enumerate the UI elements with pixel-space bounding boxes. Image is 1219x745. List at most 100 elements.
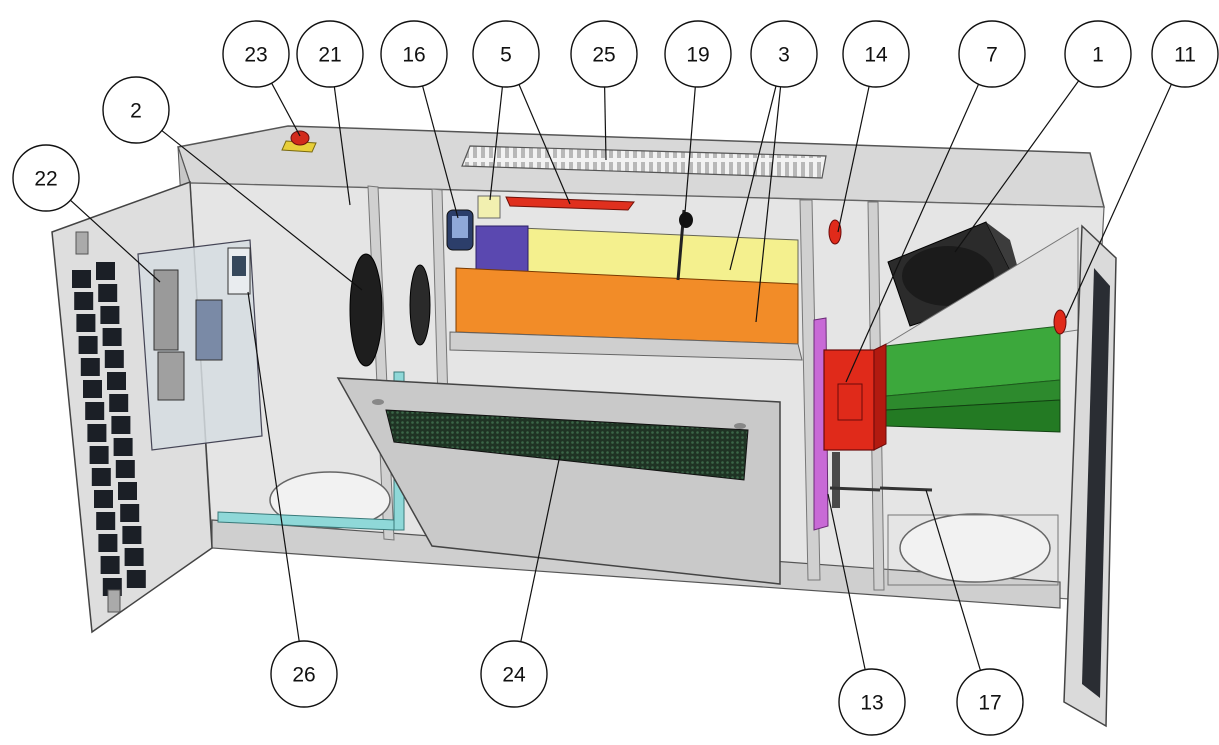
callout-circle-14 bbox=[842, 20, 910, 88]
callout-17: 17 bbox=[956, 668, 1024, 736]
door-grid-cell bbox=[118, 482, 137, 500]
callout-number-19: 19 bbox=[686, 44, 709, 67]
door-grid-cell bbox=[96, 512, 116, 530]
callout-circle-11 bbox=[1151, 20, 1219, 88]
leader-line-3-2 bbox=[755, 86, 782, 323]
isolator-switch bbox=[281, 130, 317, 153]
door-grid-cell bbox=[98, 284, 118, 302]
callout-circle-23 bbox=[222, 20, 290, 88]
door-grid-cell bbox=[104, 350, 124, 368]
callout-circle-26 bbox=[270, 640, 338, 708]
callout-circle-7 bbox=[958, 20, 1026, 88]
door-grid-cell bbox=[115, 460, 135, 478]
door-grid-cell bbox=[85, 402, 105, 420]
callout-circle-25 bbox=[570, 20, 638, 88]
left-door-grid bbox=[72, 262, 146, 596]
callout-number-16: 16 bbox=[402, 44, 425, 67]
callout-circle-17 bbox=[956, 668, 1024, 736]
callout-22: 22 bbox=[12, 144, 80, 212]
door-grid-cell bbox=[83, 380, 102, 398]
door-grid-cell bbox=[107, 372, 126, 390]
callout-13: 13 bbox=[838, 668, 906, 736]
callout-circle-21 bbox=[296, 20, 364, 88]
callout-circle-19 bbox=[664, 20, 732, 88]
door-grid-cell bbox=[120, 504, 140, 522]
callout-7: 7 bbox=[958, 20, 1026, 88]
leader-line-25 bbox=[604, 86, 607, 161]
door-grid-cell bbox=[94, 490, 113, 508]
door-grid-cell bbox=[78, 336, 98, 354]
callout-leaders bbox=[69, 80, 1172, 671]
callout-circle-3 bbox=[750, 20, 818, 88]
callout-2: 2 bbox=[102, 76, 170, 144]
callout-25: 25 bbox=[570, 20, 638, 88]
callout-number-23: 23 bbox=[244, 44, 267, 67]
door-grid-cell bbox=[76, 314, 96, 332]
callout-number-11: 11 bbox=[1174, 44, 1196, 67]
callout-number-7: 7 bbox=[986, 44, 998, 67]
callout-21: 21 bbox=[296, 20, 364, 88]
leader-line-26 bbox=[247, 291, 300, 642]
callout-26: 26 bbox=[270, 640, 338, 708]
callout-circle-22 bbox=[12, 144, 80, 212]
callout-number-22: 22 bbox=[34, 168, 57, 191]
left-door bbox=[51, 180, 213, 634]
right-door bbox=[1063, 224, 1117, 728]
callout-24: 24 bbox=[480, 640, 548, 708]
callout-number-5: 5 bbox=[500, 44, 512, 67]
callout-circle-1 bbox=[1064, 20, 1132, 88]
leader-line-5-1 bbox=[489, 86, 504, 201]
door-grid-cell bbox=[109, 394, 129, 412]
callout-number-25: 25 bbox=[592, 44, 615, 67]
leader-line-14 bbox=[837, 86, 870, 233]
door-grid-cell bbox=[72, 270, 91, 288]
callout-number-26: 26 bbox=[292, 664, 315, 687]
callout-number-17: 17 bbox=[978, 692, 1001, 715]
leader-line-23 bbox=[271, 82, 301, 137]
callout-number-3: 3 bbox=[778, 44, 790, 67]
rod-17 bbox=[879, 486, 933, 492]
leader-line-19 bbox=[683, 86, 696, 226]
callout-number-14: 14 bbox=[864, 44, 888, 67]
leader-line-7 bbox=[845, 83, 980, 383]
callout-number-24: 24 bbox=[502, 664, 526, 687]
callout-5: 5 bbox=[472, 20, 540, 88]
sensor-11 bbox=[1053, 309, 1067, 335]
door-grid-cell bbox=[111, 416, 131, 434]
leader-line-5-2 bbox=[518, 84, 571, 205]
door-grid-cell bbox=[113, 438, 133, 456]
top-louvre bbox=[461, 145, 827, 179]
leader-line-1 bbox=[954, 80, 1080, 253]
door-grid-cell bbox=[126, 570, 146, 588]
callout-19: 19 bbox=[664, 20, 732, 88]
callout-circle-24 bbox=[480, 640, 548, 708]
callout-number-21: 21 bbox=[318, 44, 341, 67]
leader-line-2 bbox=[161, 130, 363, 291]
leader-line-17 bbox=[925, 489, 982, 671]
callout-3: 3 bbox=[750, 20, 818, 88]
leader-line-24 bbox=[520, 454, 561, 642]
door-grid-cell bbox=[74, 292, 94, 310]
door-grid-cell bbox=[100, 306, 120, 324]
door-grid-cell bbox=[80, 358, 100, 376]
callout-circle-13 bbox=[838, 668, 906, 736]
door-grid-cell bbox=[100, 556, 120, 574]
callout-number-13: 13 bbox=[860, 692, 883, 715]
spigot-right-frame bbox=[887, 514, 1059, 586]
callout-number-2: 2 bbox=[130, 100, 142, 123]
door-grid-cell bbox=[98, 534, 118, 552]
door-grid-cell bbox=[91, 468, 111, 486]
callout-23: 23 bbox=[222, 20, 290, 88]
filter-green bbox=[885, 325, 1061, 433]
callout-16: 16 bbox=[380, 20, 448, 88]
door-grid-cell bbox=[89, 446, 109, 464]
rod-13 bbox=[829, 486, 881, 492]
bypass-damper bbox=[823, 343, 887, 508]
front-cover bbox=[336, 377, 781, 585]
callout-1: 1 bbox=[1064, 20, 1132, 88]
callout-circle-16 bbox=[380, 20, 448, 88]
top-louvre-grille bbox=[461, 145, 827, 179]
